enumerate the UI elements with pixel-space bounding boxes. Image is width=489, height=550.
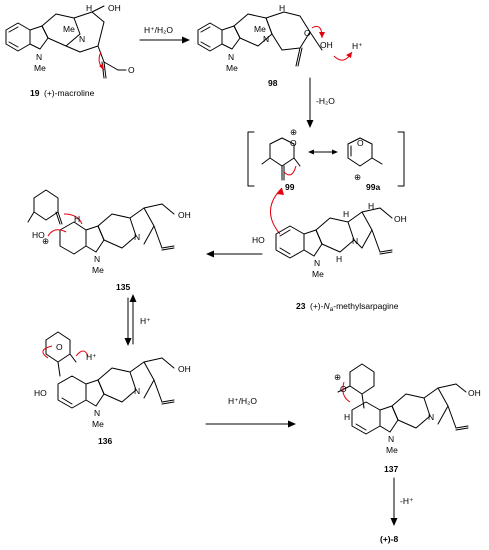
compound-135-structure: H HO ⊕ OH N N Me <box>27 189 191 275</box>
n-indole-136: N <box>94 408 100 418</box>
compound-23-number: 23 <box>296 301 306 311</box>
o-137: O <box>340 384 347 394</box>
h-label-98: H <box>279 3 285 13</box>
hplus-136: H⁺ <box>86 352 97 362</box>
compound-137-number: 137 <box>384 464 398 474</box>
n-indole-135: N <box>94 254 100 264</box>
compound-19-structure: N Me H OH N Me O <box>5 3 135 79</box>
me-indole-23: Me <box>312 269 324 279</box>
compound-137-structure: ⊕ O H OH N N Me <box>334 363 481 455</box>
n-bridge-136: N <box>134 386 140 396</box>
compound-19-number: 19 <box>30 88 40 98</box>
n-indole-137: N <box>388 434 394 444</box>
h-top-23: H <box>343 209 349 219</box>
n-atom-98: N <box>263 34 269 44</box>
condition-step2: -H₂O <box>316 96 335 106</box>
o-ring-98: O <box>304 28 311 38</box>
n-atom-19: N <box>79 34 85 44</box>
me-indole-19: Me <box>34 63 46 73</box>
me-indole-136: Me <box>92 419 104 429</box>
compound-99-number: 99 <box>285 182 295 192</box>
o-atom-99: O <box>290 138 297 148</box>
compound-23-structure: HO OH N N Me H H H <box>252 201 407 279</box>
plus-99: ⊕ <box>290 127 297 137</box>
compound-99-structure: O ⊕ O ⊕ <box>247 127 405 187</box>
compound-99a-number: 99a <box>366 182 380 192</box>
oh-137: OH <box>468 388 481 398</box>
o-atom-99a: O <box>357 138 364 148</box>
compound-98-structure: N Me H O OH H⁺ N Me <box>197 3 363 73</box>
attack-arrow-23-99 <box>270 187 283 235</box>
h-low-23: H <box>336 254 342 264</box>
product-label: (+)-8 <box>380 534 398 544</box>
h-137: H <box>344 412 350 422</box>
n-indole-23: N <box>314 258 320 268</box>
h-mid-23: H <box>368 201 374 211</box>
ho-136: HO <box>34 388 47 398</box>
oh-label-98: OH <box>320 40 333 50</box>
ho-23: HO <box>252 235 265 245</box>
oh-label-19: OH <box>108 3 121 13</box>
h-135: H <box>74 214 80 224</box>
me-indole-137: Me <box>386 445 398 455</box>
o-ketone-19: O <box>128 65 135 75</box>
me-label-19: Me <box>63 24 75 34</box>
plus-135: ⊕ <box>42 236 49 246</box>
compound-19-name: (+)-macroline <box>44 88 95 98</box>
condition-step3: H⁺ <box>140 316 151 326</box>
compound-136-number: 136 <box>98 436 112 446</box>
compound-135-number: 135 <box>116 282 130 292</box>
oh-136: OH <box>178 364 191 374</box>
condition-step1: H⁺/H₂O <box>144 25 173 35</box>
n-indole-19: N <box>36 52 42 62</box>
condition-step4: H⁺/H₂O <box>228 396 257 406</box>
n-bridge-135: N <box>134 232 140 242</box>
compound-23-name: (+)-Na-methylsarpagine <box>310 301 399 313</box>
plus-137: ⊕ <box>334 372 341 382</box>
o-136: O <box>56 342 63 352</box>
ho-135: HO <box>32 230 45 240</box>
h-label-19: H <box>86 3 92 13</box>
plus-99a: ⊕ <box>354 172 361 182</box>
me-indole-98: Me <box>226 63 238 73</box>
n-indole-98: N <box>228 52 234 62</box>
oh-23: OH <box>394 214 407 224</box>
n-bridge-23: N <box>352 236 358 246</box>
hplus-98: H⁺ <box>352 41 363 51</box>
compound-136-structure: O H⁺ HO OH N N Me <box>34 331 191 429</box>
oh-135: OH <box>178 210 191 220</box>
n-bridge-137: N <box>428 412 434 422</box>
me-label-98: Me <box>254 24 266 34</box>
condition-step5: -H⁺ <box>400 496 414 506</box>
me-indole-135: Me <box>92 265 104 275</box>
compound-98-number: 98 <box>268 78 278 88</box>
